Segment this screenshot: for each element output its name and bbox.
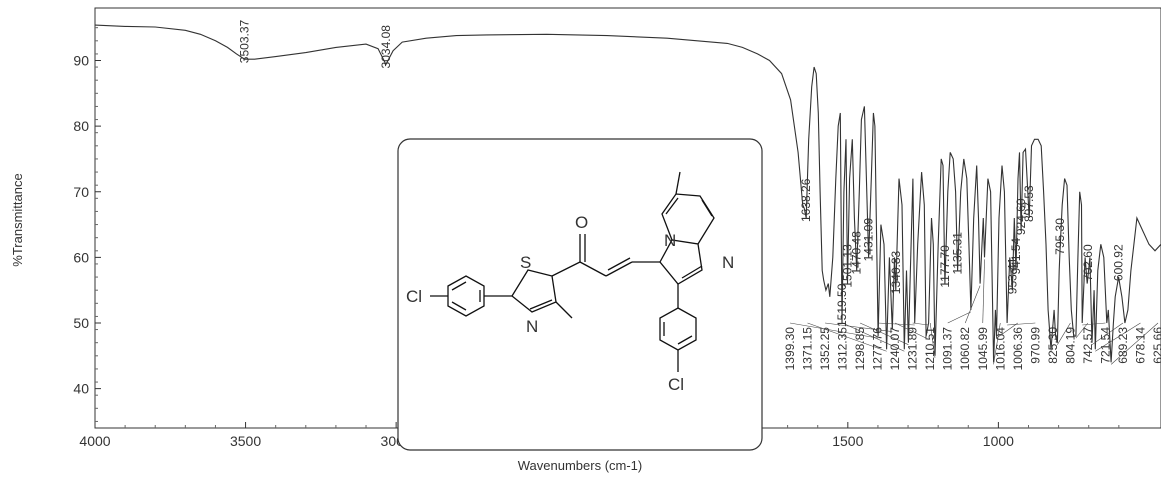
peak-leader-line bbox=[996, 322, 1018, 339]
y-tick-label: 70 bbox=[73, 184, 89, 200]
peak-label: 825.30 bbox=[1046, 327, 1060, 364]
peak-label: 924.60 bbox=[1014, 198, 1028, 235]
peak-label: 1231.89 bbox=[906, 327, 920, 371]
peak-label: 795.30 bbox=[1053, 218, 1067, 255]
peak-label: 1501.13 bbox=[840, 244, 854, 288]
peak-leader-line bbox=[895, 322, 927, 339]
x-tick-label: 3500 bbox=[230, 433, 261, 449]
y-tick-label: 60 bbox=[73, 249, 89, 265]
peak-label: 1091.37 bbox=[941, 327, 955, 371]
peak-label: 1006.36 bbox=[1011, 327, 1025, 371]
peak-leader-line bbox=[912, 322, 929, 326]
peak-leader-line bbox=[859, 322, 909, 345]
atom-label-chlorine-bottom: Cl bbox=[668, 375, 684, 394]
peak-label: 804.19 bbox=[1063, 327, 1077, 364]
peak-leader-line bbox=[807, 322, 887, 352]
peak-leader-line bbox=[1075, 322, 1089, 339]
peak-label: 1371.15 bbox=[801, 327, 815, 371]
peak-label: 1399.30 bbox=[783, 327, 797, 371]
peak-leader-line bbox=[825, 322, 893, 332]
peak-label: 1210.51 bbox=[923, 327, 937, 371]
peak-label: 941.54 bbox=[1009, 237, 1023, 274]
structure-bonds bbox=[430, 171, 715, 372]
peak-label: 1298.85 bbox=[853, 327, 867, 371]
peak-leader-line bbox=[1091, 322, 1124, 345]
peak-label: 897.53 bbox=[1022, 185, 1036, 222]
peak-label: 1060.82 bbox=[958, 327, 972, 371]
peak-label: 678.14 bbox=[1133, 327, 1147, 364]
y-tick-label: 90 bbox=[73, 53, 89, 69]
peak-label: 600.92 bbox=[1112, 244, 1126, 281]
peak-label: 3034.08 bbox=[379, 25, 393, 69]
atom-label-bridge-nitrogen: N bbox=[664, 231, 676, 250]
peak-label: 1135.31 bbox=[951, 232, 965, 275]
peak-label: 742.57 bbox=[1081, 327, 1095, 364]
peak-label: 1431.09 bbox=[862, 218, 876, 262]
peak-label: 1240.07 bbox=[888, 327, 902, 371]
peak-leader-line bbox=[1007, 322, 1036, 326]
peak-leader-line bbox=[929, 322, 936, 358]
atom-label-thiazole-nitrogen: N bbox=[526, 317, 538, 336]
peak-label: 1177.70 bbox=[938, 245, 952, 288]
structure-atoms: O S N N N Cl Cl bbox=[406, 213, 734, 394]
atom-label-chlorine-left: Cl bbox=[406, 287, 422, 306]
y-tick-label: 80 bbox=[73, 118, 89, 134]
peak-label: 1312.35 bbox=[836, 327, 850, 371]
peak-label: 625.66 bbox=[1151, 327, 1161, 364]
peak-label: 3503.37 bbox=[238, 19, 252, 63]
chemical-structure-inset: O S N N N Cl Cl bbox=[397, 138, 763, 451]
peak-leader-line bbox=[1082, 322, 1106, 326]
peak-label: 1016.04 bbox=[993, 327, 1007, 371]
peak-label: 1470.48 bbox=[850, 231, 864, 275]
peak-leader-line bbox=[993, 322, 1001, 365]
peak-label: 1519.50 bbox=[835, 283, 849, 327]
peak-leader-line bbox=[842, 322, 905, 352]
y-axis-title: %Transmittance bbox=[10, 173, 25, 266]
peak-leader-line bbox=[1050, 322, 1054, 352]
peak-label: 970.99 bbox=[1028, 327, 1042, 364]
atom-label-imidazole-nitrogen: N bbox=[722, 253, 734, 272]
atom-label-oxygen: O bbox=[575, 213, 588, 232]
x-tick-label: 1000 bbox=[983, 433, 1014, 449]
y-tick-label: 50 bbox=[73, 315, 89, 331]
peak-label: 953.41 bbox=[1005, 257, 1019, 294]
peak-leader-line bbox=[1110, 322, 1159, 365]
peak-leader-line bbox=[947, 311, 972, 324]
x-tick-label: 4000 bbox=[79, 433, 110, 449]
peak-leader-line bbox=[877, 322, 915, 326]
spectrum-line bbox=[94, 24, 1161, 363]
y-tick-label: 40 bbox=[73, 381, 89, 397]
peak-label: 1045.99 bbox=[976, 327, 990, 371]
peak-label: 1638.26 bbox=[799, 178, 813, 222]
peak-label: 702.60 bbox=[1081, 244, 1095, 281]
peak-leader-line bbox=[982, 259, 985, 324]
x-tick-label: 1500 bbox=[832, 433, 863, 449]
peak-label: 1340.83 bbox=[889, 250, 903, 294]
peak-label: 1277.76 bbox=[871, 327, 885, 371]
spectrum-layer bbox=[94, 24, 1161, 363]
inset-frame bbox=[397, 138, 763, 451]
peak-leader-line bbox=[789, 322, 879, 339]
peak-label: 1352.25 bbox=[818, 327, 832, 371]
peak-leader-line bbox=[1057, 322, 1071, 345]
atom-label-sulfur: S bbox=[520, 253, 531, 272]
x-axis-title: Wavenumbers (cm-1) bbox=[518, 458, 642, 473]
peak-leader-line bbox=[964, 285, 981, 324]
peak-leader-line bbox=[1095, 322, 1141, 352]
